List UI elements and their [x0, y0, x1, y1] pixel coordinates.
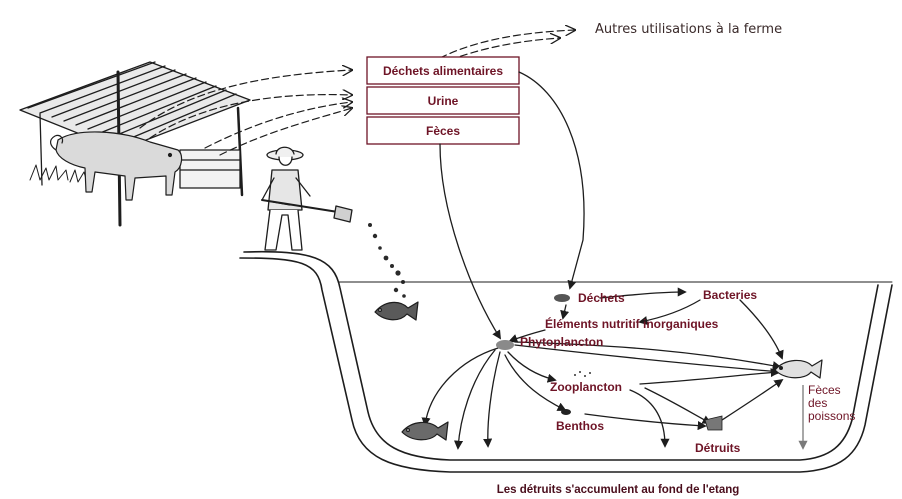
waste-box-food: Déchets alimentaires [366, 56, 520, 85]
svg-text:Urine: Urine [428, 94, 459, 108]
dashed-transfer-arrows [139, 30, 575, 156]
pond-item-marks [496, 294, 723, 431]
svg-text:Fèces: Fèces [426, 124, 460, 138]
detritus-mark [704, 415, 723, 431]
zooplankton-mark [574, 371, 591, 377]
label-fish-feces-line1: Fèces [808, 383, 841, 397]
waste-box-feces: Fèces [366, 116, 520, 145]
falling-manure-particles [368, 223, 406, 298]
nutrient-flow-arrows [421, 71, 784, 450]
phytoplankton-mark [496, 340, 514, 350]
bottom-caption: Les détruits s'accumulent au fond de l'e… [497, 484, 740, 496]
farm-shed-illustration [19, 61, 251, 227]
label-inorganic-nutrients: Éléments nutritif inorganiques [545, 316, 719, 331]
waste-box-urine: Urine [366, 86, 520, 115]
cow-illustration [50, 131, 183, 201]
fish-illustration-right [774, 359, 823, 379]
svg-text:Déchets alimentaires: Déchets alimentaires [383, 64, 503, 78]
fish-illustration-surface [374, 301, 419, 321]
label-fish-feces-line3: poissons [808, 409, 855, 423]
benthos-mark [561, 409, 571, 415]
label-detritus: Détruits [695, 441, 741, 455]
label-bacteries: Bacteries [703, 288, 757, 302]
label-fish-feces-line2: des [808, 396, 827, 410]
farmer-illustration [261, 146, 353, 251]
label-zooplancton: Zooplancton [550, 380, 622, 394]
label-dechets: Déchets [578, 291, 625, 305]
pond-outline [239, 250, 893, 473]
label-benthos: Benthos [556, 419, 604, 433]
fish-illustration-bottom-left [401, 421, 449, 441]
label-phytoplancton: Phytoplancton [520, 335, 603, 349]
other-farm-uses-label: Autres utilisations à la ferme [595, 22, 782, 37]
dechets-mark [554, 294, 570, 302]
